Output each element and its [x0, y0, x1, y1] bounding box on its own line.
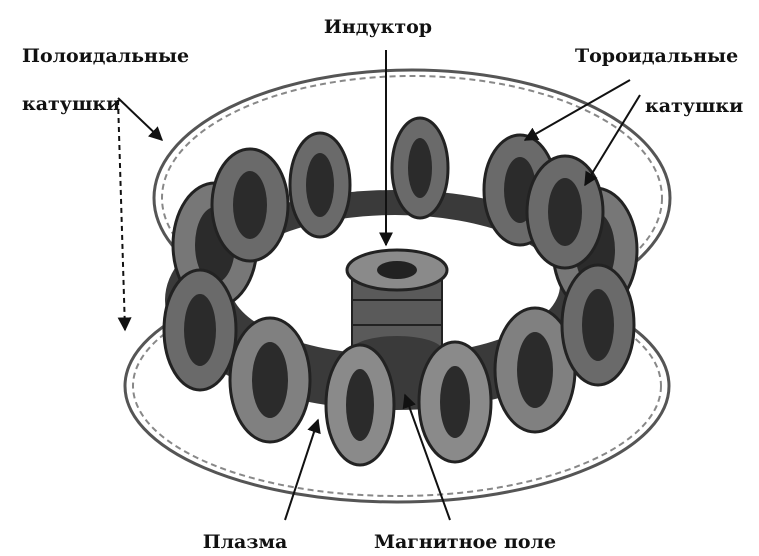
leader-poloidal-2	[118, 100, 125, 330]
label-plasma: Плазма	[203, 531, 288, 553]
label-toroidal-line2: катушки	[645, 95, 743, 117]
leader-toroidal-1	[525, 80, 630, 140]
label-inductor: Индуктор	[324, 16, 432, 38]
label-poloidal-line1: Полоидальные	[22, 45, 189, 67]
label-magnetic-field: Магнитное поле	[374, 531, 556, 553]
leader-poloidal-1	[118, 98, 162, 140]
label-toroidal-line1: Тороидальные	[575, 45, 738, 67]
label-poloidal-line2: катушки	[22, 93, 120, 115]
